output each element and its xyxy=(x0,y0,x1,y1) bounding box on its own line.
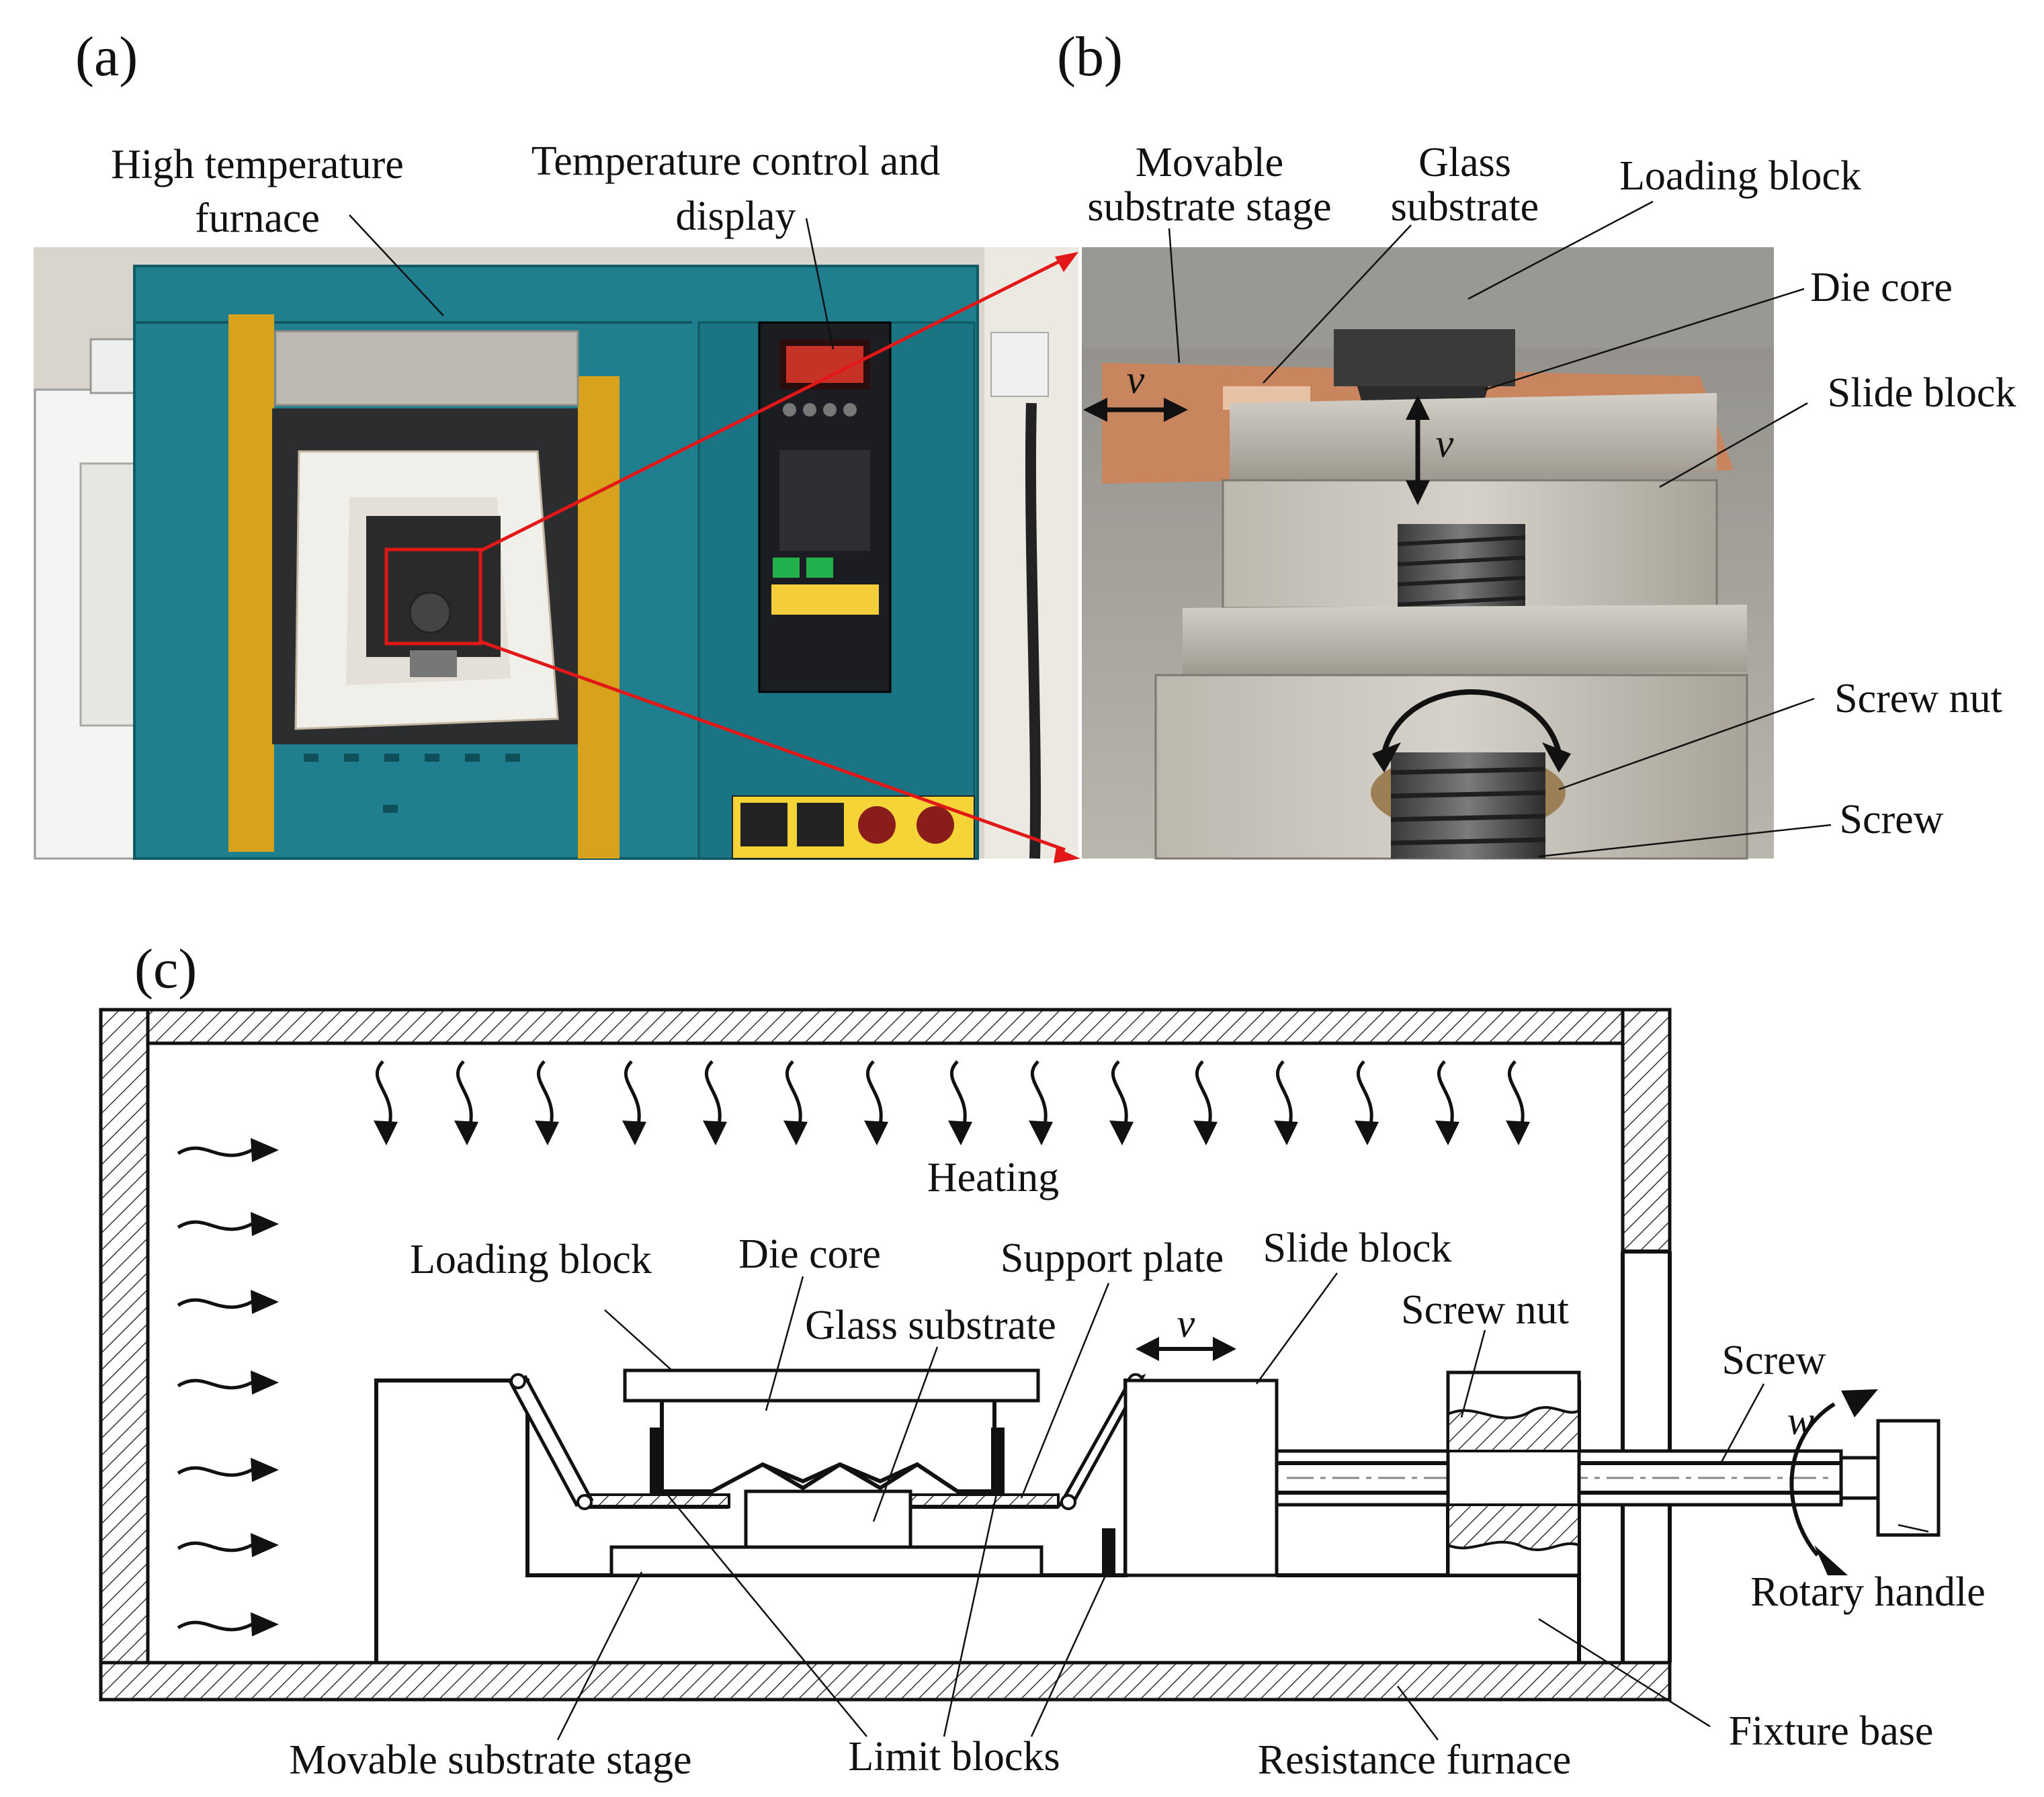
panel-b: (b) xyxy=(1057,26,2016,860)
heating-arrow-icon xyxy=(703,1060,727,1145)
panel-b-label: (b) xyxy=(1057,26,1123,88)
heating-arrows-top xyxy=(374,1060,1530,1145)
c-callout-fixture-base: Fixture base xyxy=(1729,1708,1934,1754)
magnifier-box xyxy=(384,547,482,646)
furnace-photo xyxy=(34,247,1078,860)
heating-arrow-icon xyxy=(177,1370,279,1395)
tape-strip-right xyxy=(578,376,620,859)
heating-arrow-icon xyxy=(1506,1060,1530,1145)
panel-a-label: (a) xyxy=(75,26,138,88)
leader-screw-nut xyxy=(1558,697,1815,791)
heating-arrow-icon xyxy=(1435,1060,1459,1145)
callout-die-core: Die core xyxy=(1810,265,1953,310)
heating-arrow-icon xyxy=(1274,1060,1298,1145)
heating-arrow-icon xyxy=(177,1212,279,1236)
heating-arrow-icon xyxy=(622,1060,646,1145)
heating-arrow-icon xyxy=(177,1533,279,1557)
leader-screw xyxy=(1538,824,1832,858)
c-callout-die-core: Die core xyxy=(738,1231,881,1277)
slide-block-diagram xyxy=(1123,1378,1279,1577)
heating-label: Heating xyxy=(927,1155,1059,1200)
heating-arrow-icon xyxy=(864,1060,888,1145)
heating-arrow-icon xyxy=(177,1612,279,1636)
limit-block-left xyxy=(650,1428,663,1495)
heating-arrow-icon xyxy=(1355,1060,1379,1145)
rotation-arrow-photo xyxy=(1381,689,1562,753)
velocity-symbol-horizontal: v xyxy=(1127,357,1145,402)
glass-substrate-diagram xyxy=(744,1489,912,1549)
leader-glass xyxy=(1263,224,1412,384)
callout-control-line2: display xyxy=(675,193,796,239)
callout-loading-block: Loading block xyxy=(1619,153,1861,199)
magnifier-line-bottom xyxy=(480,640,1066,852)
leader-slide-block xyxy=(1659,402,1808,488)
c-callout-rotary-handle: Rotary handle xyxy=(1750,1569,1986,1615)
c-callout-resistance-furnace: Resistance furnace xyxy=(1258,1737,1571,1783)
c-callout-glass-substrate: Glass substrate xyxy=(805,1303,1056,1348)
tape-strip-left xyxy=(228,314,274,852)
c-callout-slide-block: Slide block xyxy=(1263,1225,1452,1271)
heating-arrow-icon xyxy=(454,1060,478,1145)
velocity-symbol-vertical: v xyxy=(1436,421,1454,466)
die-core-diagram xyxy=(660,1401,996,1493)
callout-glass-line2: substrate xyxy=(1391,184,1539,230)
loading-block-photo xyxy=(1334,329,1515,386)
panel-c-label: (c) xyxy=(134,938,197,1000)
screw-nut-diagram xyxy=(1446,1370,1581,1577)
heating-arrow-icon xyxy=(1109,1060,1134,1145)
leader-die-core xyxy=(1484,288,1805,391)
callout-glass-line1: Glass xyxy=(1418,140,1511,185)
heating-arrows-left xyxy=(177,1138,279,1636)
heating-arrow-icon xyxy=(177,1458,279,1482)
c-callout-movable-substrate-stage: Movable substrate stage xyxy=(289,1737,691,1783)
leader-control xyxy=(805,218,835,350)
rotation-symbol: w xyxy=(1787,1399,1814,1443)
heating-arrow-icon xyxy=(1193,1060,1218,1145)
c-callout-loading-block: Loading block xyxy=(410,1237,652,1282)
resistance-furnace-diagram xyxy=(99,1008,1672,1702)
heating-arrow-icon xyxy=(948,1060,972,1145)
panel-c: (c) xyxy=(99,938,1986,1783)
heating-arrow-icon xyxy=(374,1060,398,1145)
slide-velocity-symbol: v xyxy=(1177,1301,1195,1346)
callout-screw-nut: Screw nut xyxy=(1834,676,2002,721)
loading-block-diagram xyxy=(623,1368,1040,1403)
callout-stage-line2: substrate stage xyxy=(1087,184,1331,230)
callout-slide-block: Slide block xyxy=(1828,370,2016,416)
heating-arrow-icon xyxy=(177,1290,279,1314)
curved-double-arrow-icon xyxy=(1789,1389,1878,1575)
movable-substrate-stage-diagram xyxy=(609,1545,1044,1577)
heating-arrow-icon xyxy=(783,1060,808,1145)
fixture-base-diagram xyxy=(374,1378,1581,1663)
fixture-photo: v v xyxy=(1082,247,1774,860)
c-callout-limit-blocks: Limit blocks xyxy=(848,1734,1060,1780)
callout-stage-line1: Movable xyxy=(1136,140,1283,185)
heating-arrow-icon xyxy=(535,1060,559,1145)
leader-loading xyxy=(1467,200,1654,300)
heating-arrow-icon xyxy=(1029,1060,1053,1145)
callout-screw: Screw xyxy=(1840,797,1944,842)
limit-block-base xyxy=(1102,1528,1115,1575)
c-callout-screw: Screw xyxy=(1722,1338,1826,1383)
callout-furnace-line2: furnace xyxy=(195,195,320,241)
magnifier-line-top xyxy=(479,257,1066,553)
c-callout-support-plate: Support plate xyxy=(1000,1235,1224,1281)
callout-furnace-line1: High temperature xyxy=(111,142,404,187)
slide-velocity-arrow xyxy=(1136,1337,1236,1361)
c-callout-screw-nut: Screw nut xyxy=(1401,1287,1569,1333)
callout-control-line1: Temperature control and xyxy=(531,138,941,184)
rotary-handle-diagram xyxy=(1839,1419,1941,1537)
limit-block-right xyxy=(991,1428,1005,1495)
heating-arrow-icon xyxy=(177,1138,279,1162)
panel-a: (a) xyxy=(34,26,1080,863)
leader-furnace xyxy=(349,214,444,316)
leader-stage xyxy=(1168,228,1181,363)
